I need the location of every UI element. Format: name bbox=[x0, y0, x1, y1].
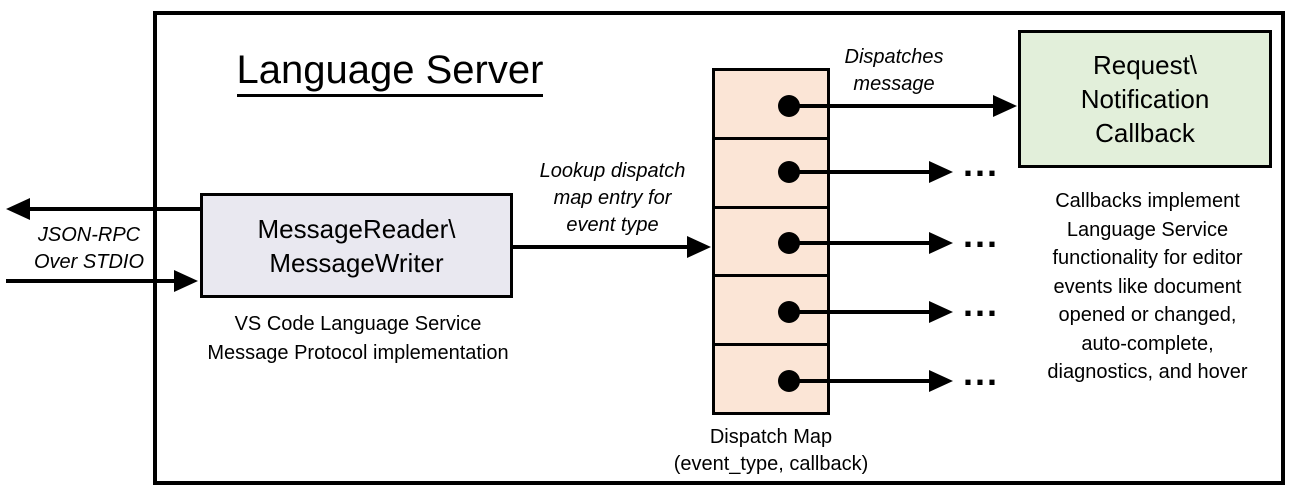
dispatches-message-label: Dispatches message bbox=[844, 46, 944, 95]
dispatch-map-cell bbox=[715, 140, 827, 209]
lookup-dispatch-label: Lookup dispatch map entry for event type bbox=[539, 160, 686, 236]
ellipsis-row2: ... bbox=[963, 143, 1000, 184]
page-title-text: Language Server bbox=[236, 48, 544, 97]
reader-box-caption: VS Code Language Service Message Protoco… bbox=[207, 313, 509, 364]
dispatch-map-cell bbox=[715, 209, 827, 278]
callbacks-description-note: Callbacks implement Language Service fun… bbox=[1047, 190, 1248, 383]
message-reader-writer-box: MessageReader\ MessageWriter bbox=[200, 193, 513, 298]
ellipsis-row3: ... bbox=[963, 214, 1000, 255]
dispatch-map-cell bbox=[715, 71, 827, 140]
ellipsis-row5: ... bbox=[963, 352, 1000, 393]
json-rpc-stdio-label: JSON-RPC Over STDIO bbox=[33, 224, 144, 273]
dispatch-map-caption: Dispatch Map (event_type, callback) bbox=[673, 426, 869, 475]
dispatch-map-table bbox=[712, 68, 830, 415]
dispatch-map-cell bbox=[715, 346, 827, 412]
page-title: Language Server bbox=[225, 47, 555, 97]
request-notification-callback-box: Request\ Notification Callback bbox=[1018, 30, 1272, 168]
ellipsis-row4: ... bbox=[963, 283, 1000, 324]
dispatch-map-cell bbox=[715, 277, 827, 347]
